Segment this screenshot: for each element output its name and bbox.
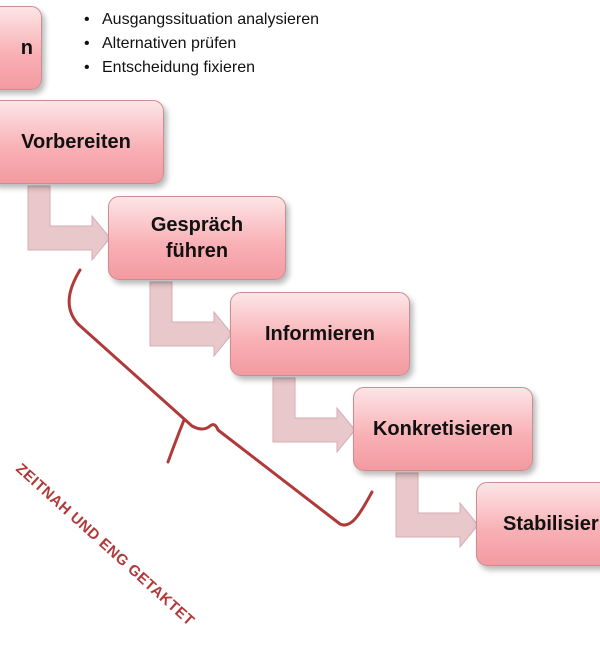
step-box-partial: n: [0, 6, 42, 90]
step-box-vorbereiten: Vorbereiten: [0, 100, 164, 184]
connector-arrow-2: [149, 281, 233, 358]
connector-arrow-3: [272, 377, 356, 454]
step-label: n: [20, 37, 33, 59]
diagram-graphics: [27, 185, 479, 549]
step-label-line-1: Gespräch: [150, 214, 244, 236]
step-label-line-2: führen: [165, 240, 229, 262]
process-diagram: Ausgangssituation analysieren Alternativ…: [0, 0, 600, 600]
connector-arrow-1: [27, 185, 111, 262]
step-label: Stabilisier: [503, 513, 599, 535]
step-label: Konkretisieren: [372, 418, 514, 440]
bullet-item: Alternativen prüfen: [82, 32, 319, 56]
step-label: Vorbereiten: [21, 131, 131, 153]
curly-bracket: [67, 268, 374, 527]
step-box-informieren: Informieren: [230, 292, 410, 376]
bullet-item: Ausgangssituation analysieren: [82, 8, 319, 32]
step-label: Informieren: [264, 323, 376, 345]
bullet-item: Entscheidung fixieren: [82, 56, 319, 80]
step-box-stabilisieren: Stabilisier: [476, 482, 600, 566]
step-box-konkretisieren: Konkretisieren: [353, 387, 533, 471]
connector-arrow-4: [395, 472, 479, 549]
step-box-gespraech-fuehren: Gespräch führen: [108, 196, 286, 280]
bullet-list: Ausgangssituation analysieren Alternativ…: [82, 8, 319, 80]
